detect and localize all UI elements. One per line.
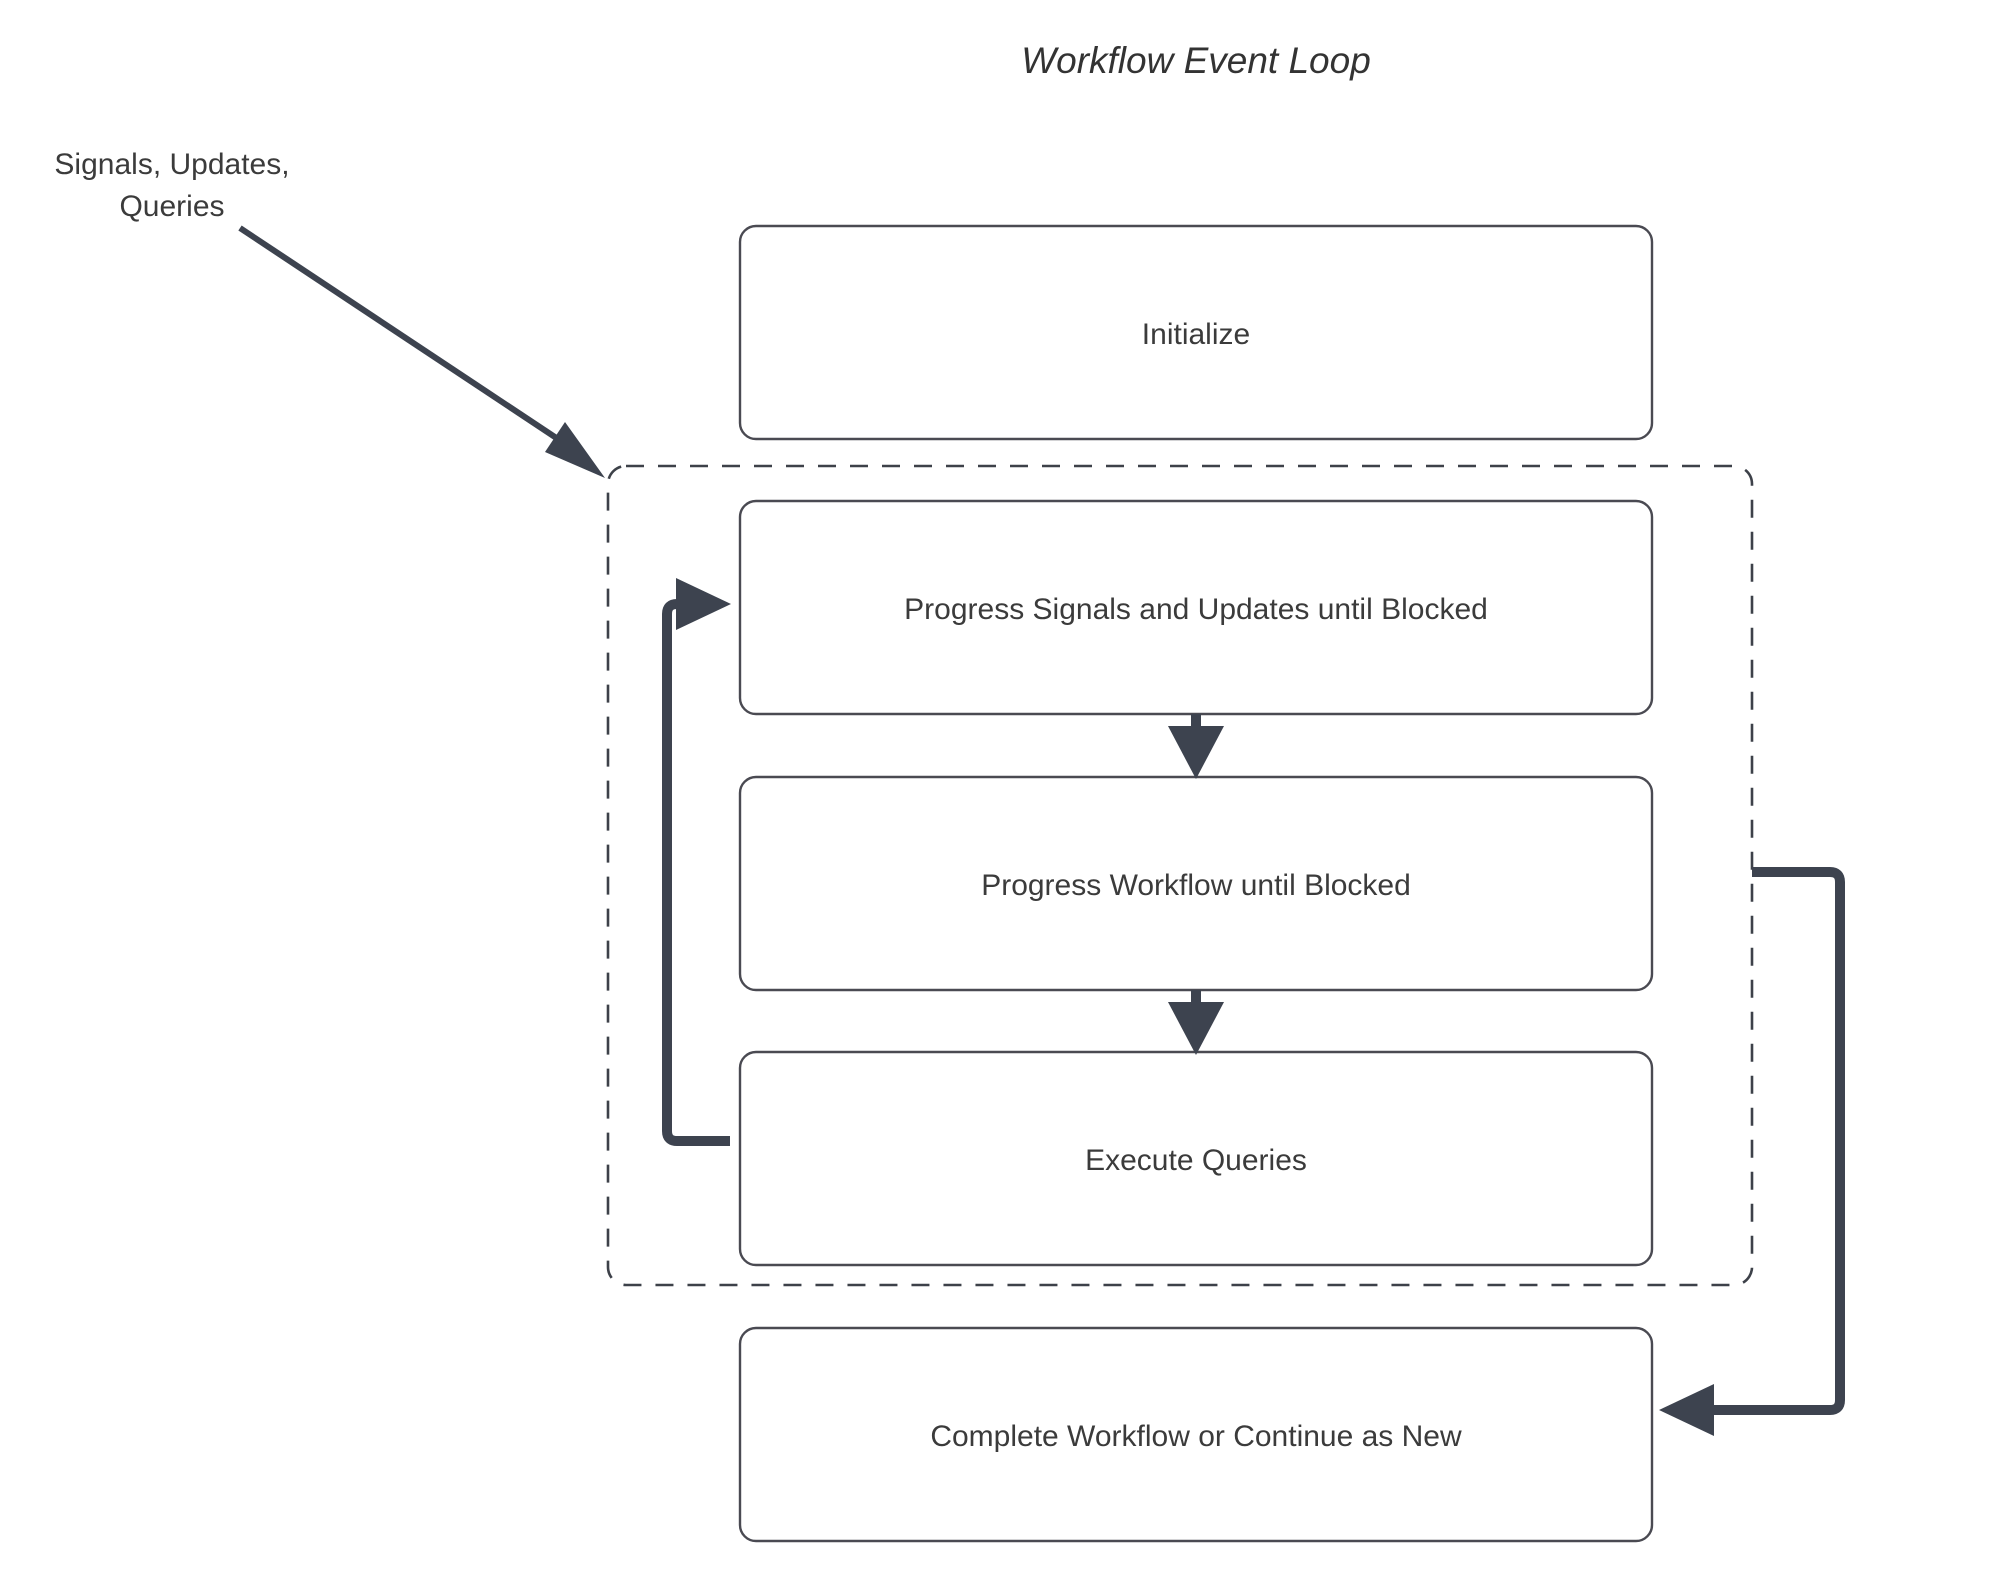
node-execute-queries[interactable]: Execute Queries — [738, 1050, 1654, 1267]
event-loop-group-container — [606, 464, 1754, 1287]
node-complete-workflow[interactable]: Complete Workflow or Continue as New — [738, 1326, 1654, 1543]
node-progress-signals[interactable]: Progress Signals and Updates until Block… — [738, 499, 1654, 716]
node-progress-workflow[interactable]: Progress Workflow until Blocked — [738, 775, 1654, 992]
arrow-group-to-complete — [1659, 867, 1845, 1436]
node-progress-signals-label: Progress Signals and Updates until Block… — [904, 593, 1488, 626]
node-initialize-label: Initialize — [1142, 318, 1250, 351]
page-title: Workflow Event Loop — [1021, 40, 1371, 81]
arrow-signals-to-workflow — [1168, 714, 1224, 779]
node-complete-workflow-label: Complete Workflow or Continue as New — [930, 1420, 1462, 1453]
node-complete-workflow-box — [738, 1326, 1654, 1543]
node-initialize-box — [738, 224, 1654, 441]
node-initialize[interactable]: Initialize — [738, 224, 1654, 441]
node-progress-workflow-label: Progress Workflow until Blocked — [981, 869, 1411, 902]
arrow-workflow-to-queries — [1168, 990, 1224, 1055]
arrow-queries-loopback — [662, 578, 731, 1146]
external-label-line1: Signals, Updates, — [54, 148, 289, 181]
node-execute-queries-label: Execute Queries — [1085, 1144, 1307, 1177]
external-label-line2: Queries — [119, 190, 224, 223]
signals-updates-queries-label: Signals, Updates, Queries — [54, 148, 289, 223]
external-to-group-arrow — [238, 225, 605, 478]
